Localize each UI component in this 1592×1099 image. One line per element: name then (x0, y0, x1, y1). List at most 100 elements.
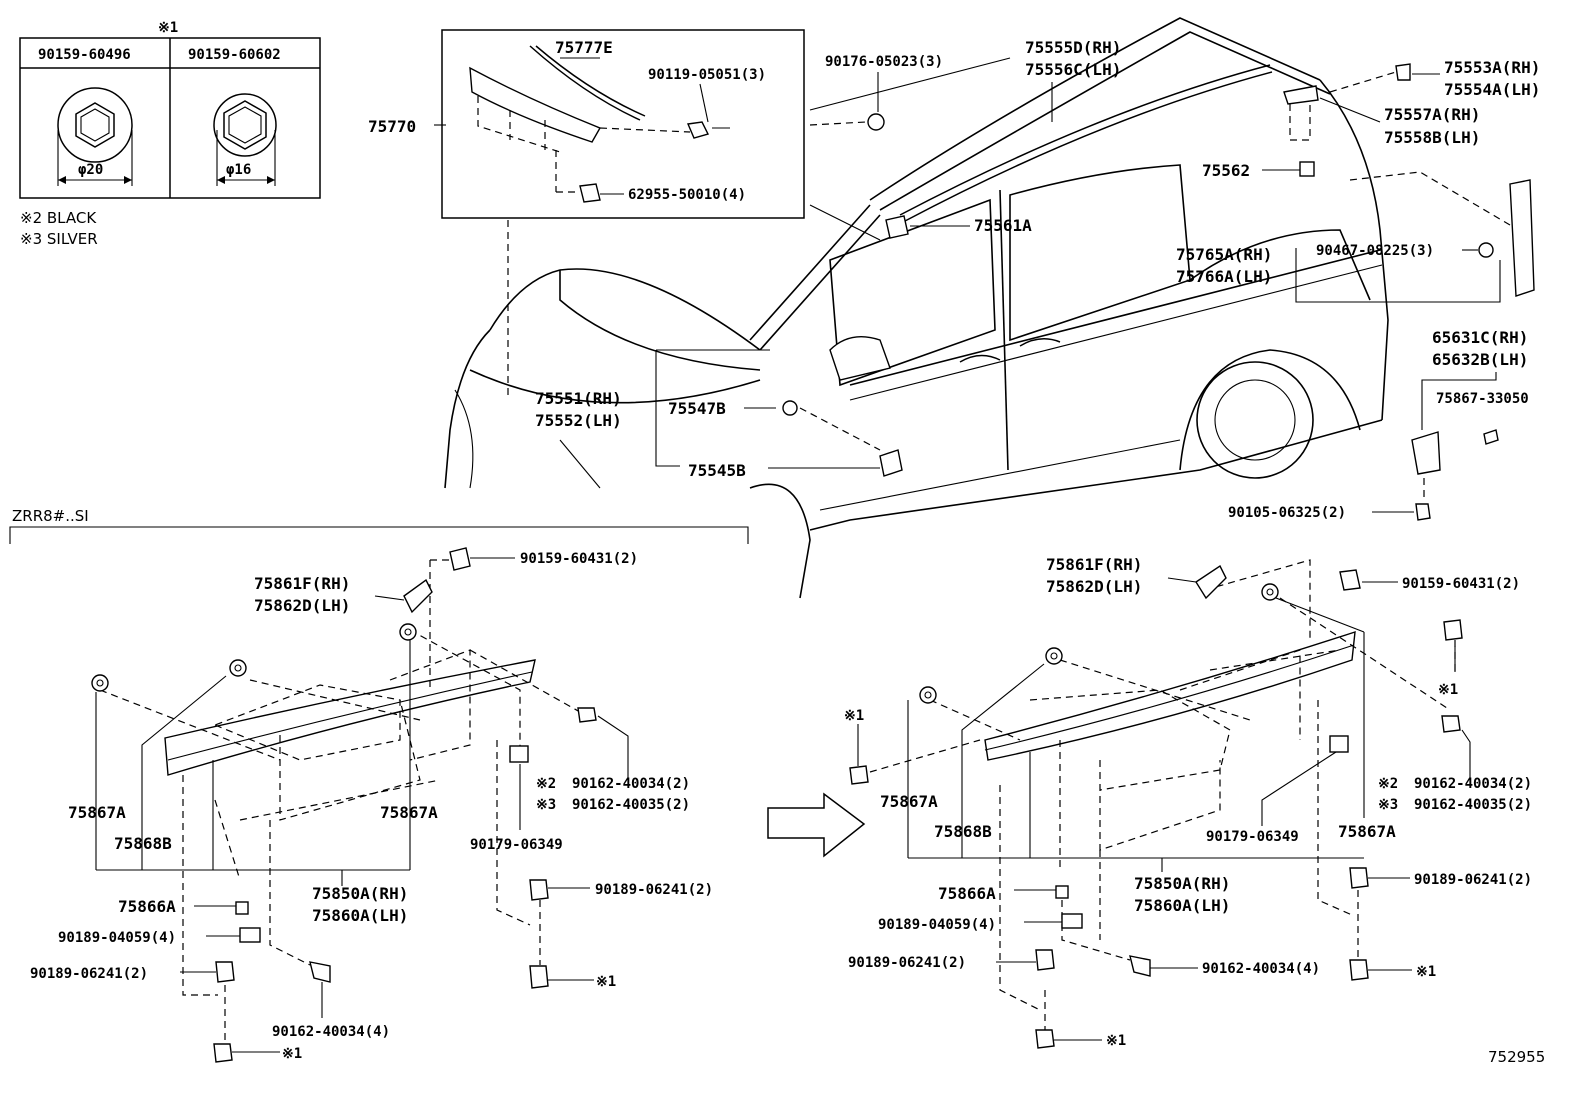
callouts-top: 90176-05023(3) 75555D(RH) 75556C(LH) 755… (809, 38, 1540, 521)
label-right-90162-40034-x4: 90162-40034(4) (1202, 961, 1320, 977)
bolt-icon (1035, 949, 1055, 971)
label-left-90179-06349: 90179-06349 (470, 837, 563, 853)
label-left-75850A: 75850A(RH) (312, 884, 408, 903)
label-75545B: 75545B (688, 461, 746, 480)
clip-icon (91, 674, 109, 692)
label-right-75867A-a: 75867A (880, 792, 938, 811)
note-table-dim1: φ20 (78, 162, 103, 178)
label-left-75868B: 75868B (114, 834, 172, 853)
right-molding-assembly: 75861F(RH) 75862D(LH) 90159-60431(2) ※1 … (844, 555, 1532, 1049)
van-body (444, 17, 1389, 599)
bolt-icon (1415, 503, 1431, 521)
clip-icon (1395, 63, 1411, 81)
label-right-mark1-top: ※1 (1438, 682, 1458, 698)
label-right-mark2: ※2 (1378, 776, 1398, 792)
label-75867-33050: 75867-33050 (1436, 391, 1529, 407)
clip-icon (1329, 735, 1349, 753)
clip-icon (235, 901, 249, 915)
bolt-icon (1339, 569, 1361, 591)
label-75553A: 75553A(RH) (1444, 58, 1540, 77)
inset-box-75770: 75777E 75770 90119-05051(3) 62955-50010(… (368, 29, 805, 219)
left-molding-assembly: 90159-60431(2) 75861F(RH) 75862D(LH) 758… (30, 547, 713, 1063)
label-75770: 75770 (368, 117, 416, 136)
label-right-90162-40035-x2: 90162-40035(2) (1414, 797, 1532, 813)
clip-icon (782, 400, 798, 416)
section-bracket (9, 526, 749, 544)
bolt-icon (1443, 619, 1463, 641)
label-62955-50010: 62955-50010(4) (628, 187, 746, 203)
label-left-75867A-b: 75867A (380, 803, 438, 822)
label-right-90179-06349: 90179-06349 (1206, 829, 1299, 845)
clip-icon (1061, 913, 1083, 929)
screw-icon (1129, 955, 1151, 977)
label-75555D: 75555D(RH) (1025, 38, 1121, 57)
clip-icon (579, 183, 601, 203)
clip-icon (239, 927, 261, 943)
label-left-mark3: ※3 (536, 797, 556, 813)
label-right-75862D: 75862D(LH) (1046, 577, 1142, 596)
note-table-col1: 90159-60496 (38, 47, 131, 63)
label-90176-05023: 90176-05023(3) (825, 54, 943, 70)
clip-icon (1283, 85, 1319, 105)
bolt-icon (215, 961, 235, 983)
label-75556C: 75556C(LH) (1025, 60, 1121, 79)
label-left-75867A-a: 75867A (68, 803, 126, 822)
label-right-mark1-mid: ※1 (1416, 964, 1436, 980)
bolt-icon (1349, 867, 1369, 889)
clip-icon (1055, 885, 1069, 899)
bolt-icon (1035, 1029, 1055, 1049)
label-75558B: 75558B(LH) (1384, 128, 1480, 147)
hex-nut-icon (57, 87, 133, 163)
clip-icon (879, 449, 903, 477)
label-75554A: 75554A(LH) (1444, 80, 1540, 99)
note-table-col2: 90159-60602 (188, 47, 281, 63)
label-right-90189-04059: 90189-04059(4) (878, 917, 996, 933)
bolt-icon (529, 879, 549, 901)
label-left-90189-06241-b: 90189-06241(2) (30, 966, 148, 982)
label-left-90159-60431: 90159-60431(2) (520, 551, 638, 567)
bolt-icon (213, 1043, 233, 1063)
clip-icon (1195, 564, 1227, 600)
label-75562: 75562 (1202, 161, 1250, 180)
label-right-75866A: 75866A (938, 884, 996, 903)
label-75765A: 75765A(RH) (1176, 245, 1272, 264)
label-right-75861F: 75861F(RH) (1046, 555, 1142, 574)
label-90105-06325: 90105-06325(2) (1228, 505, 1346, 521)
section-label: ZRR8#..SI (12, 507, 89, 525)
label-left-mark1: ※1 (596, 974, 616, 990)
clip-icon (403, 578, 433, 614)
label-right-mark1-bot: ※1 (1106, 1033, 1126, 1049)
label-75777E: 75777E (555, 38, 613, 57)
bolt-icon (529, 965, 549, 989)
clip-icon (1299, 161, 1315, 177)
clip-icon (229, 659, 247, 677)
label-90467-08225: 90467-08225(3) (1316, 243, 1434, 259)
label-left-75861F: 75861F(RH) (254, 574, 350, 593)
clip-icon (1261, 583, 1279, 601)
label-right-75868B: 75868B (934, 822, 992, 841)
screw-icon (1441, 715, 1461, 733)
note-silver: ※3 SILVER (20, 230, 98, 248)
screw-icon (309, 961, 331, 983)
clip-icon (1045, 647, 1063, 665)
label-right-90189-06241-a: 90189-06241(2) (1414, 872, 1532, 888)
label-right-90159-60431: 90159-60431(2) (1402, 576, 1520, 592)
note-table-marker: ※1 (158, 20, 178, 36)
label-right-mark1-left: ※1 (844, 708, 864, 724)
label-75766A: 75766A(LH) (1176, 267, 1272, 286)
bolt-icon (449, 547, 471, 571)
note-table-dim2: φ16 (226, 162, 251, 178)
label-right-90162-40034-x2: 90162-40034(2) (1414, 776, 1532, 792)
label-left-75862D: 75862D(LH) (254, 596, 350, 615)
label-right-90189-06241-b: 90189-06241(2) (848, 955, 966, 971)
label-left-90162-40034-x4: 90162-40034(4) (272, 1024, 390, 1040)
label-75552: 75552(LH) (535, 411, 622, 430)
clip-icon (1478, 242, 1494, 258)
bolt-icon (849, 765, 869, 785)
hex-nut-icon (213, 93, 277, 157)
label-right-mark3: ※3 (1378, 797, 1398, 813)
label-left-mark1-b: ※1 (282, 1046, 302, 1062)
screw-icon (1483, 429, 1499, 445)
label-right-75860A: 75860A(LH) (1134, 896, 1230, 915)
